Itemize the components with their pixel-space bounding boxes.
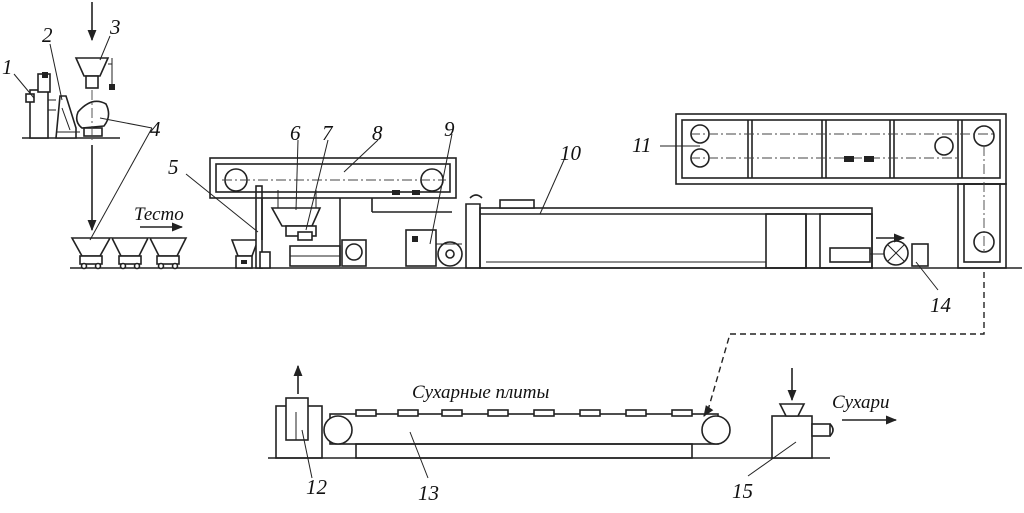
label-11: 11 <box>632 133 651 157</box>
label-1: 1 <box>2 55 13 79</box>
transfer-dashed-line <box>707 272 985 411</box>
label-13: 13 <box>418 481 439 505</box>
dough-bowl-4b <box>110 237 150 270</box>
label-15: 15 <box>732 479 753 503</box>
conveyor-13 <box>323 409 731 459</box>
label-rusk-slabs: Сухарные плиты <box>412 382 550 403</box>
label-6: 6 <box>290 121 301 145</box>
label-12: 12 <box>306 475 328 499</box>
dough-bowl-4c <box>148 237 188 270</box>
oven-loader-9 <box>341 229 463 267</box>
slicer-14 <box>829 233 929 267</box>
label-dough: Тесто <box>134 204 184 225</box>
dough-mixer-2 <box>55 95 80 139</box>
packing-machine-15 <box>771 403 834 459</box>
label-8: 8 <box>372 121 383 145</box>
slab-lifter-12 <box>275 397 323 459</box>
label-9: 9 <box>444 117 455 141</box>
dough-divider-5 <box>230 185 271 269</box>
hopper-3 <box>74 57 115 140</box>
label-4: 4 <box>150 117 161 141</box>
dough-bowl-4a <box>70 237 112 270</box>
label-2: 2 <box>42 23 53 47</box>
leader-lines <box>13 35 939 479</box>
flour-feeder-unit-1 <box>25 72 56 139</box>
label-5: 5 <box>168 155 179 179</box>
label-rusks: Сухари <box>832 392 890 413</box>
label-3: 3 <box>109 15 121 39</box>
baking-oven-10 <box>465 194 873 269</box>
label-7: 7 <box>322 121 334 145</box>
rusk-dryer-11 <box>675 113 1007 269</box>
proofing-conveyor-8 <box>209 157 457 266</box>
label-14: 14 <box>930 293 952 317</box>
label-10: 10 <box>560 141 582 165</box>
